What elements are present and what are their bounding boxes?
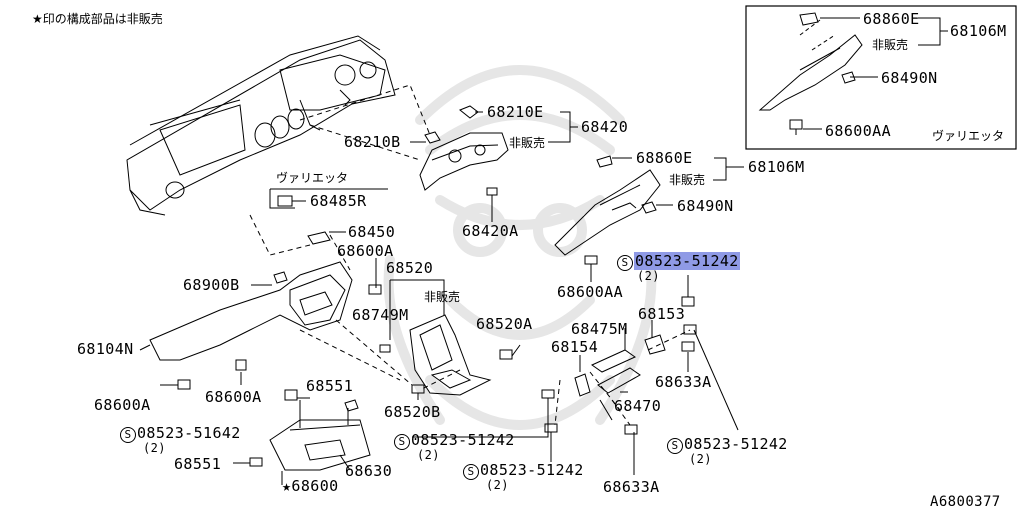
label-68210b[interactable]: 68210B (344, 133, 401, 151)
label-68860e-inset[interactable]: 68860E (863, 10, 920, 28)
label-68106m[interactable]: 68106M (748, 158, 805, 176)
s-symbol-icon: S (463, 464, 479, 480)
label-68749m[interactable]: 68749M (352, 306, 409, 324)
s-symbol-icon: S (617, 255, 633, 271)
label-68633a-right[interactable]: 68633A (655, 373, 712, 391)
label-hihanbai-inset: 非販売 (872, 38, 909, 52)
lower-trim (554, 169, 661, 256)
label-68490n-inset[interactable]: 68490N (881, 69, 938, 87)
qty-b: (2) (486, 478, 509, 492)
leader-lines (139, 17, 948, 485)
dashboard-panel (126, 35, 396, 216)
parts-drawing (126, 35, 697, 471)
label-68600-star[interactable]: ★68600 (282, 477, 339, 495)
part-number-text: 08523-51642 (137, 424, 241, 442)
label-68900b[interactable]: 68900B (183, 276, 240, 294)
label-68600a-mid[interactable]: 68600A (205, 388, 262, 406)
s-symbol-icon: S (394, 434, 410, 450)
label-68633a-bottom[interactable]: 68633A (603, 478, 660, 496)
label-68420a[interactable]: 68420A (462, 222, 519, 240)
part-number-text: 08523-51242 (480, 461, 584, 479)
label-68104n[interactable]: 68104N (77, 340, 134, 358)
label-68600aa[interactable]: 68600AA (557, 283, 624, 301)
label-68520a[interactable]: 68520A (476, 315, 533, 333)
qty-51642: (2) (143, 441, 166, 455)
label-68485r[interactable]: 68485R (310, 192, 367, 210)
assembly-dashed-lines (249, 84, 691, 426)
label-68520[interactable]: 68520 (386, 259, 434, 277)
inset-frame (745, 5, 1017, 150)
label-68551-top[interactable]: 68551 (306, 377, 354, 395)
qty-c: (2) (689, 452, 712, 466)
part-number-text: 08523-51242 (684, 435, 788, 453)
s-symbol-icon: S (667, 438, 683, 454)
highlight-text: 08523-51242 (634, 252, 740, 270)
label-68600a-left[interactable]: 68600A (94, 396, 151, 414)
header-note: ★印の構成部品は非販売 (32, 12, 163, 26)
label-68520b[interactable]: 68520B (384, 403, 441, 421)
watermark-emblem (383, 65, 657, 430)
label-68420[interactable]: 68420 (581, 118, 629, 136)
label-variety: ヴァリエッタ (276, 171, 349, 185)
label-hihanbai-3: 非販売 (424, 290, 461, 304)
inset-drawing (758, 12, 863, 135)
label-68860e[interactable]: 68860E (636, 149, 693, 167)
lower-dash-trim (149, 261, 353, 361)
diagram-id: A6800377 (930, 494, 1001, 510)
label-68475m[interactable]: 68475M (571, 320, 628, 338)
label-hihanbai-2: 非販売 (669, 173, 706, 187)
label-68490n[interactable]: 68490N (677, 197, 734, 215)
label-68470[interactable]: 68470 (614, 397, 662, 415)
label-68630[interactable]: 68630 (345, 462, 393, 480)
label-68106m-inset[interactable]: 68106M (950, 22, 1007, 40)
qty-a: (2) (417, 448, 440, 462)
center-console (409, 314, 492, 396)
label-68600a-top[interactable]: 68600A (337, 242, 394, 260)
label-hihanbai-1: 非販売 (509, 136, 546, 150)
label-68153[interactable]: 68153 (638, 305, 686, 323)
label-68210e[interactable]: 68210E (487, 103, 544, 121)
qty-highlighted: (2) (637, 269, 660, 283)
label-68600aa-inset[interactable]: 68600AA (825, 122, 892, 140)
part-number-text: 08523-51242 (411, 431, 515, 449)
label-68551-bottom[interactable]: 68551 (174, 455, 222, 473)
label-68154[interactable]: 68154 (551, 338, 599, 356)
s-symbol-icon: S (120, 427, 136, 443)
label-68450[interactable]: 68450 (348, 223, 396, 241)
meter-hood (419, 132, 509, 191)
label-variety-inset: ヴァリエッタ (932, 129, 1005, 143)
